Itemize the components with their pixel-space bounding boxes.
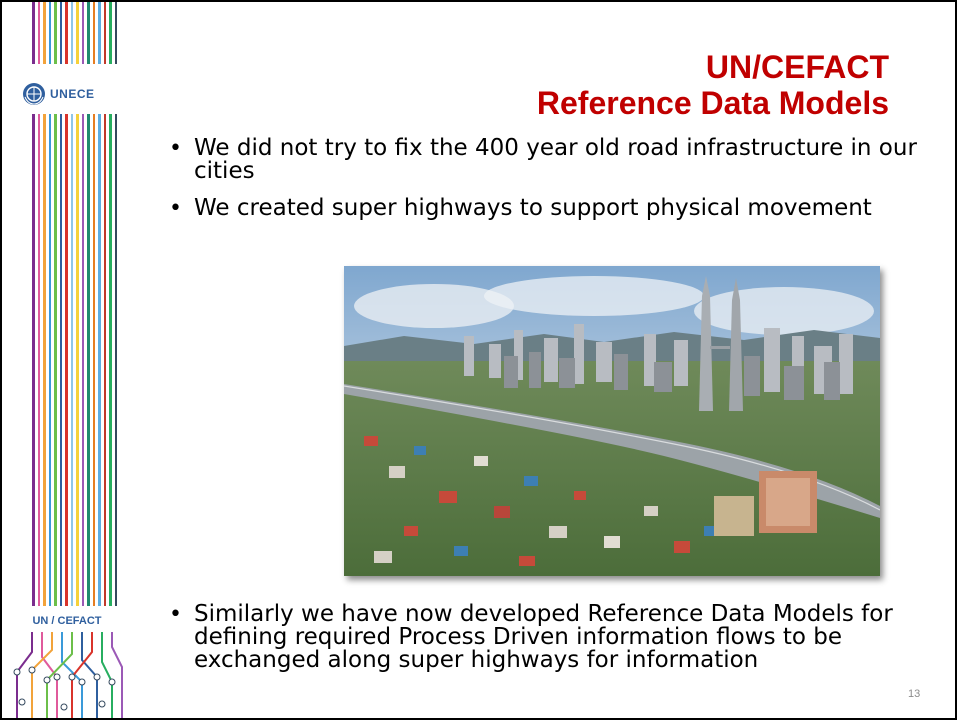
bullet-marker: • <box>169 602 182 627</box>
unece-logo-text: UNECE <box>50 87 95 101</box>
bullet-text: We created super highways to support phy… <box>194 195 872 221</box>
circuit-lines-decoration <box>13 632 123 718</box>
sidebar: UNECE UN / CEFACT <box>2 2 126 718</box>
bullet-item: • We created super highways to support p… <box>166 195 926 221</box>
slide-title-line-2: Reference Data Models <box>536 85 889 121</box>
bullet-text: We did not try to fix the 400 year old r… <box>194 135 917 184</box>
slide-title-line-1: UN/CEFACT <box>705 49 889 85</box>
city-highway-photo <box>344 266 880 576</box>
bullet-list: • We did not try to fix the 400 year old… <box>166 137 926 234</box>
bullet-item: • We did not try to fix the 400 year old… <box>166 137 926 183</box>
slide-title: UN/CEFACT Reference Data Models <box>537 49 889 121</box>
un-emblem-icon <box>23 83 45 105</box>
bullet-list-bottom: • Similarly we have now developed Refere… <box>166 603 926 686</box>
uncefact-logo-text: UN / CEFACT <box>32 615 102 627</box>
bullet-text: Similarly we have now developed Referenc… <box>194 601 893 673</box>
stripes-mid-decoration <box>32 114 117 606</box>
city-highway-image <box>344 266 880 576</box>
page-number: 13 <box>908 688 921 700</box>
stripes-top-decoration <box>32 2 117 64</box>
bullet-marker: • <box>169 196 182 221</box>
bullet-item: • Similarly we have now developed Refere… <box>166 603 926 672</box>
unece-logo: UNECE <box>22 82 95 106</box>
bullet-marker: • <box>169 136 182 161</box>
